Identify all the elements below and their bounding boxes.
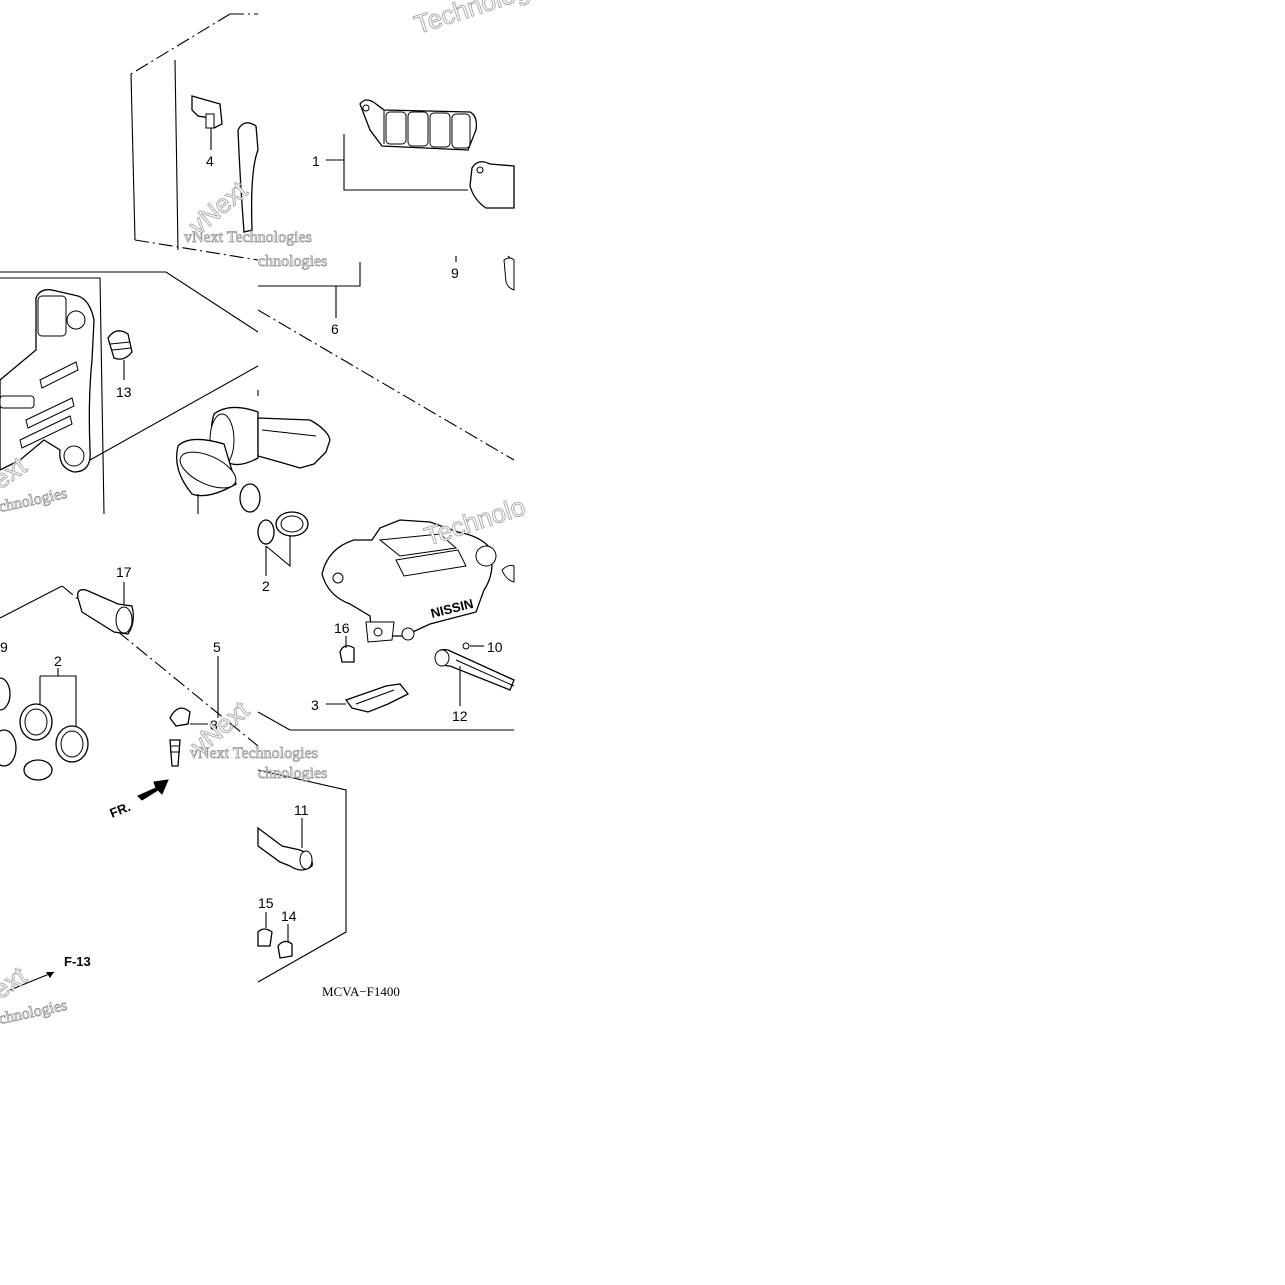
front-marker-label: FR. [108, 799, 133, 821]
callout-6: 6 [331, 321, 339, 337]
callout-9-top: 9 [451, 265, 459, 281]
callout-11: 11 [294, 802, 309, 818]
brake-pad-rear [469, 161, 515, 209]
callout-16: 16 [334, 620, 350, 636]
callout-13: 13 [116, 384, 132, 400]
callout-1: 1 [312, 153, 320, 169]
pin-plug-15 [257, 928, 273, 947]
callout-4: 4 [206, 153, 214, 169]
bleeder-valve-8 [169, 707, 191, 767]
brake-pad-front [359, 99, 478, 151]
watermark-11: chnologies [258, 765, 327, 782]
pad-spring-3 [344, 683, 410, 713]
watermark-1: vNext Technologies [184, 229, 312, 246]
callout-2-right: 2 [262, 578, 270, 594]
watermark-6: ext [0, 450, 32, 495]
pin-plug-14 [277, 940, 293, 959]
callout-8: 8 [210, 717, 218, 733]
callout-10: 10 [487, 639, 503, 655]
callout-15: 15 [258, 895, 274, 911]
piston-b [175, 438, 237, 497]
brake-pad-inner [257, 417, 331, 469]
front-direction-arrow: FR. [108, 779, 169, 821]
callout-12: 12 [452, 708, 468, 724]
pad-set-frame [130, 13, 361, 318]
callout-17: 17 [116, 564, 132, 580]
caliper-frame [257, 309, 515, 731]
piston-seal-right [257, 511, 309, 545]
callout-3: 3 [311, 697, 319, 713]
callout-9-lower: 9 [0, 639, 8, 655]
caliper-bracket [0, 289, 95, 473]
bleeder-cap-13 [107, 330, 133, 360]
reference-code: MCVA−F1400 [322, 984, 400, 999]
watermark-2: vNext Technologies [190, 745, 318, 762]
bleeder-16 [339, 645, 355, 663]
bracket-frame [0, 271, 259, 515]
piston-seal-lower [0, 677, 89, 781]
watermark-9: chnologies [0, 997, 69, 1028]
page-ref-arrow [9, 971, 55, 991]
callout-5: 5 [213, 639, 221, 655]
pad-spring [191, 95, 223, 129]
caliper-body: NISSIN [321, 519, 497, 643]
watermark-10: chnologies [258, 253, 327, 270]
callout-14: 14 [281, 908, 297, 924]
watermark-7: ext [0, 960, 32, 1005]
callout-2-lower: 2 [54, 653, 62, 669]
caliper-pin-12 [434, 648, 515, 691]
caliper-bolt-17 [77, 589, 134, 635]
caliper-bolt-11 [257, 826, 313, 871]
page-ref-label: F-13 [64, 954, 91, 969]
watermark-3: Technologies [411, 0, 565, 40]
